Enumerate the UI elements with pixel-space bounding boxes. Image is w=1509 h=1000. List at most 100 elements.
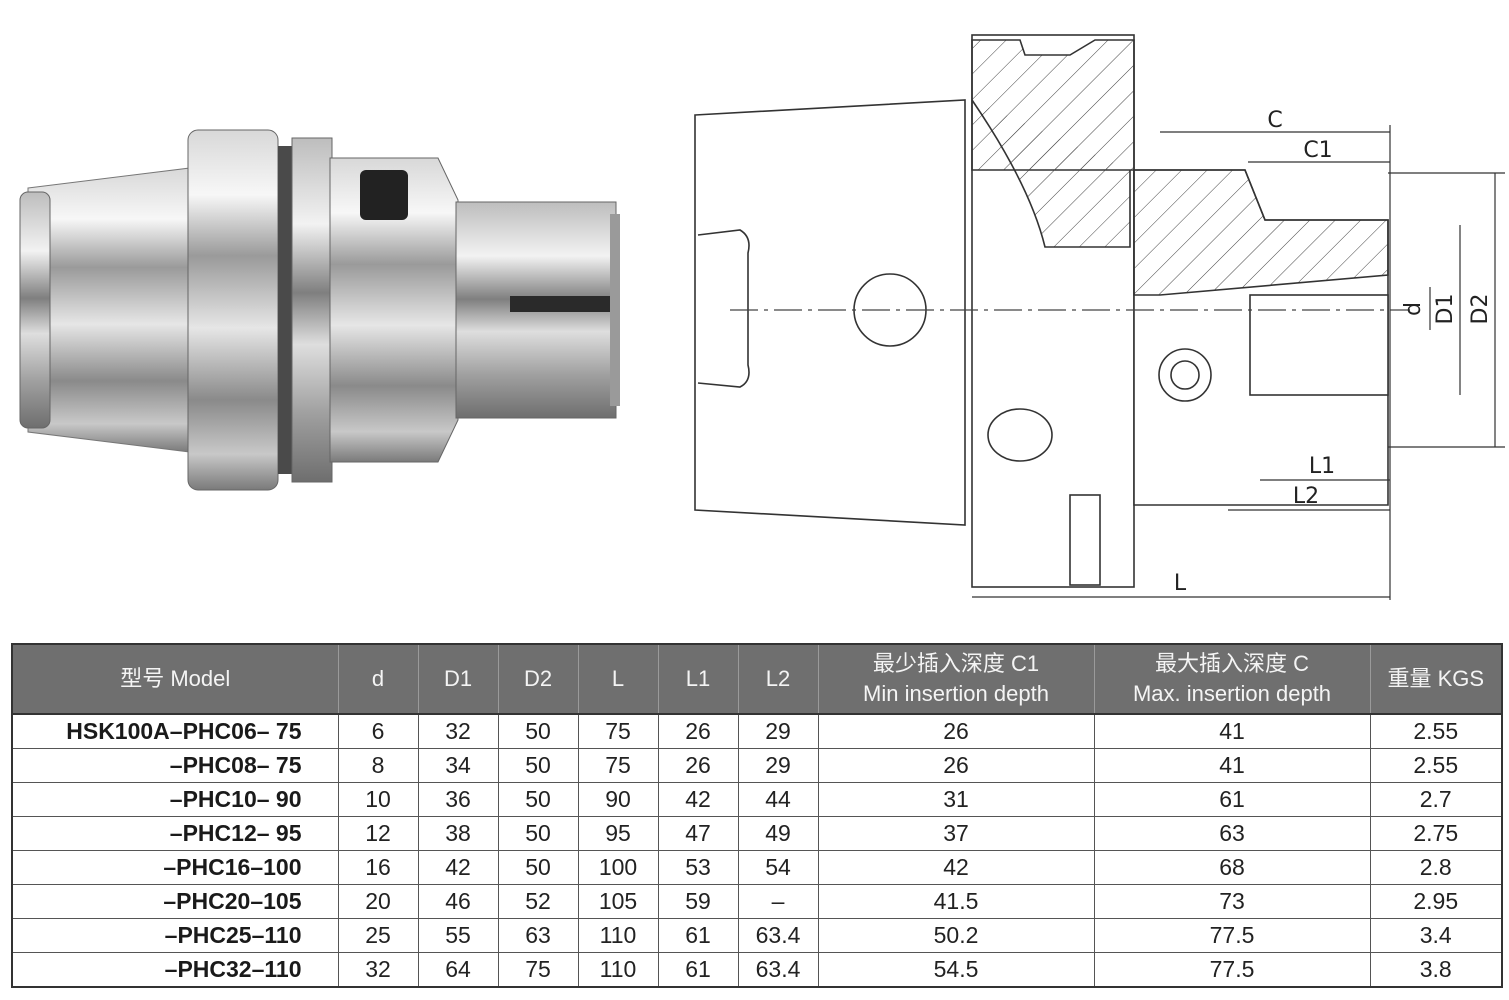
column-header-subline: Min insertion depth xyxy=(863,681,1049,706)
value-cell: 16 xyxy=(337,850,419,885)
column-header-line: 型号 Model xyxy=(120,666,231,691)
value-cell: 59 xyxy=(657,884,739,919)
dim-label-l2: L2 xyxy=(1293,484,1319,509)
value-cell: 42 xyxy=(817,850,1095,885)
dim-label-d1: D1 xyxy=(1433,294,1458,325)
value-cell: 95 xyxy=(577,816,659,851)
value-cell: 2.95 xyxy=(1369,884,1503,919)
value-cell: 12 xyxy=(337,816,419,851)
model-cell: –PHC08– 75 xyxy=(11,748,339,783)
column-header-l1: L1 xyxy=(657,643,739,715)
column-header-line: D2 xyxy=(523,666,553,691)
value-cell: 73 xyxy=(1093,884,1371,919)
value-cell: 75 xyxy=(577,713,659,749)
value-cell: 26 xyxy=(657,748,739,783)
model-cell: HSK100A–PHC06– 75 xyxy=(11,713,339,749)
key-slot xyxy=(360,170,408,220)
column-header-subline: Max. insertion depth xyxy=(1132,681,1332,706)
value-cell: 47 xyxy=(657,816,739,851)
value-cell: 2.55 xyxy=(1369,748,1503,783)
value-cell: 10 xyxy=(337,782,419,817)
dim-label-d: d xyxy=(1401,302,1426,316)
value-cell: 42 xyxy=(657,782,739,817)
value-cell: 41 xyxy=(1093,748,1371,783)
value-cell: 2.8 xyxy=(1369,850,1503,885)
column-header-line: L1 xyxy=(685,666,711,691)
column-header-line: 最少插入深度 C1 xyxy=(872,651,1040,676)
value-cell: 63.4 xyxy=(737,952,819,988)
value-cell: 110 xyxy=(577,952,659,988)
model-cell: –PHC10– 90 xyxy=(11,782,339,817)
model-cell: –PHC25–110 xyxy=(11,918,339,953)
value-cell: 90 xyxy=(577,782,659,817)
value-cell: 75 xyxy=(577,748,659,783)
value-cell: 50 xyxy=(497,748,579,783)
value-cell: 20 xyxy=(337,884,419,919)
value-cell: 41 xyxy=(1093,713,1371,749)
column-header-line: d xyxy=(371,666,385,691)
value-cell: 53 xyxy=(657,850,739,885)
value-cell: 2.75 xyxy=(1369,816,1503,851)
value-cell: 31 xyxy=(817,782,1095,817)
column-header-line: 重量 KGS xyxy=(1387,666,1485,691)
column-header-model: 型号 Model xyxy=(11,643,339,715)
value-cell: 110 xyxy=(577,918,659,953)
model-cell: –PHC16–100 xyxy=(11,850,339,885)
dim-label-c1: C1 xyxy=(1303,138,1332,163)
dim-label-l1: L1 xyxy=(1309,454,1335,479)
column-header-l: L xyxy=(577,643,659,715)
column-header-l2: L2 xyxy=(737,643,819,715)
value-cell: 26 xyxy=(817,748,1095,783)
model-cell: –PHC32–110 xyxy=(11,952,339,988)
taper-body xyxy=(27,167,191,453)
value-cell: 26 xyxy=(657,713,739,749)
value-cell: 3.4 xyxy=(1369,918,1503,953)
column-header-d2: D2 xyxy=(497,643,579,715)
value-cell: 2.7 xyxy=(1369,782,1503,817)
value-cell: 6 xyxy=(337,713,419,749)
value-cell: 61 xyxy=(657,918,739,953)
model-cell: –PHC12– 95 xyxy=(11,816,339,851)
column-header-c1: 最少插入深度 C1 Min insertion depth xyxy=(817,643,1095,715)
value-cell: 50 xyxy=(497,782,579,817)
value-cell: 63.4 xyxy=(737,918,819,953)
dim-label-c: C xyxy=(1267,108,1282,133)
dim-label-d2: D2 xyxy=(1468,294,1493,325)
value-cell: 44 xyxy=(737,782,819,817)
value-cell: 29 xyxy=(737,748,819,783)
value-cell: 32 xyxy=(337,952,419,988)
value-cell: 32 xyxy=(417,713,499,749)
value-cell: 55 xyxy=(417,918,499,953)
value-cell: 25 xyxy=(337,918,419,953)
column-header-line: L2 xyxy=(765,666,791,691)
dim-label-l: L xyxy=(1174,571,1187,596)
value-cell: 50 xyxy=(497,713,579,749)
value-cell: 36 xyxy=(417,782,499,817)
value-cell: 105 xyxy=(577,884,659,919)
value-cell: 50 xyxy=(497,816,579,851)
value-cell: 49 xyxy=(737,816,819,851)
value-cell: 38 xyxy=(417,816,499,851)
column-header-d: d xyxy=(337,643,419,715)
value-cell: 75 xyxy=(497,952,579,988)
value-cell: 64 xyxy=(417,952,499,988)
value-cell: 37 xyxy=(817,816,1095,851)
body xyxy=(329,157,459,463)
value-cell: 46 xyxy=(417,884,499,919)
value-cell: 3.8 xyxy=(1369,952,1503,988)
model-cell: –PHC20–105 xyxy=(11,884,339,919)
taper-outline xyxy=(694,99,966,526)
value-cell: 54.5 xyxy=(817,952,1095,988)
side-screw xyxy=(1158,348,1212,402)
value-cell: 61 xyxy=(1093,782,1371,817)
value-cell: 42 xyxy=(417,850,499,885)
